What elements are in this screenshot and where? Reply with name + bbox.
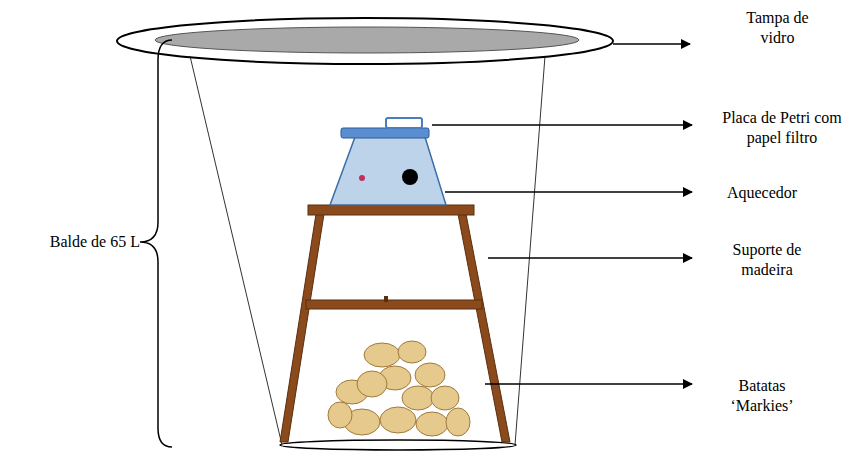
part-label: Aquecedor bbox=[720, 183, 804, 203]
bucket-wall bbox=[190, 56, 282, 445]
potato bbox=[357, 371, 387, 397]
part-label: Suporte de madeira bbox=[722, 240, 812, 280]
leader-arrow bbox=[488, 257, 692, 259]
stand-crossbar bbox=[306, 300, 482, 309]
bracket bbox=[140, 40, 172, 447]
potato bbox=[446, 408, 470, 436]
stand-peg bbox=[384, 296, 388, 302]
petri-dish bbox=[341, 128, 429, 138]
bucket-bottom bbox=[280, 440, 516, 450]
stand-top bbox=[308, 205, 474, 215]
potato bbox=[416, 412, 448, 436]
potato bbox=[398, 341, 426, 363]
heater bbox=[330, 137, 446, 205]
leader-arrow bbox=[445, 191, 692, 193]
potato bbox=[380, 407, 416, 433]
potato bbox=[402, 386, 434, 410]
dimension-label: Balde de 65 L bbox=[0, 232, 140, 252]
glass-lid-surface bbox=[155, 27, 579, 53]
part-label: Batatas ‘Markies’ bbox=[720, 376, 804, 416]
leader-arrow bbox=[485, 383, 692, 385]
potatoes bbox=[328, 341, 470, 436]
potato bbox=[415, 363, 445, 387]
bucket-wall bbox=[515, 56, 545, 445]
stand-leg bbox=[280, 214, 324, 442]
leader-arrow bbox=[432, 124, 692, 126]
potato bbox=[364, 343, 400, 367]
potato bbox=[328, 402, 352, 428]
leader-arrow bbox=[613, 43, 690, 45]
part-label: Tampa de vidro bbox=[735, 8, 820, 48]
part-label: Placa de Petri com papel filtro bbox=[712, 108, 852, 148]
heater-light bbox=[359, 175, 365, 181]
petri-dish-lid bbox=[386, 118, 422, 128]
stand-leg bbox=[458, 214, 510, 442]
potato bbox=[431, 386, 459, 410]
glass-lid bbox=[117, 18, 613, 64]
heater-knob bbox=[402, 169, 418, 185]
